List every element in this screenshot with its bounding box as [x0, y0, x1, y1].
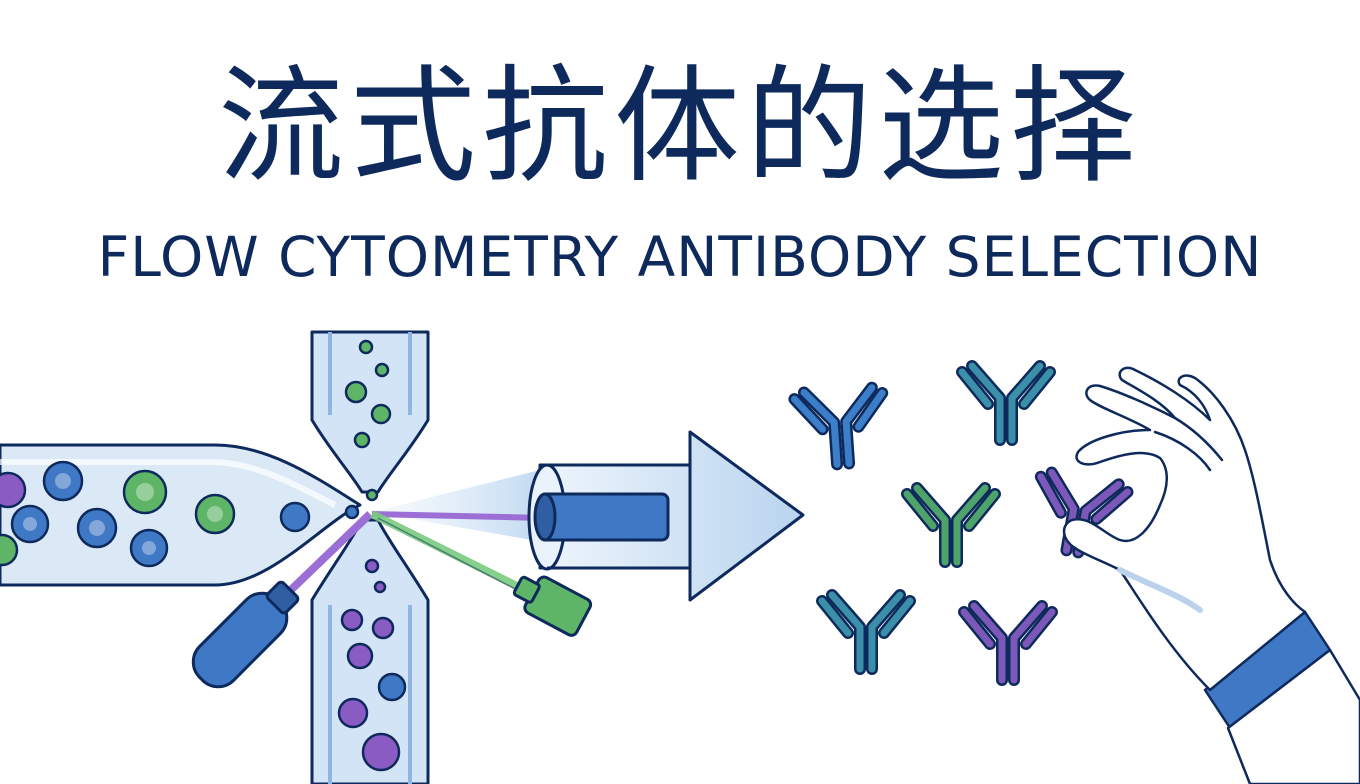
cell	[377, 672, 407, 702]
page-subtitle: FLOW CYTOMETRY ANTIBODY SELECTION	[97, 225, 1263, 289]
cell	[344, 504, 360, 520]
detector-icon	[527, 463, 692, 571]
cell	[42, 460, 84, 502]
cell	[0, 471, 27, 509]
antibody-icon	[956, 360, 1056, 446]
page-title: 流式抗体的选择	[218, 53, 1142, 200]
cell	[371, 616, 395, 640]
cell	[361, 732, 401, 772]
cell	[122, 469, 168, 515]
antibody-icon	[816, 589, 916, 675]
laser-emitter-icon	[191, 580, 300, 689]
cell	[346, 642, 374, 670]
antibody-icon	[788, 381, 889, 471]
cell	[194, 493, 236, 535]
cell	[0, 533, 19, 567]
cell	[279, 501, 311, 533]
cell	[129, 528, 169, 568]
cell	[374, 362, 390, 378]
cell	[365, 488, 379, 502]
hand-icon	[1062, 366, 1360, 784]
cell	[340, 608, 364, 632]
antibody-icon	[901, 482, 1001, 568]
antibody-icon	[958, 600, 1058, 686]
cell	[373, 580, 387, 594]
laser-emitter-icon	[512, 575, 593, 637]
cell	[364, 558, 380, 574]
cell	[358, 339, 374, 355]
cell	[370, 403, 392, 425]
cell	[337, 697, 369, 729]
cell	[10, 504, 50, 544]
cell	[76, 507, 118, 549]
light-beam	[372, 465, 560, 545]
cell	[353, 431, 371, 449]
cell	[344, 380, 368, 404]
